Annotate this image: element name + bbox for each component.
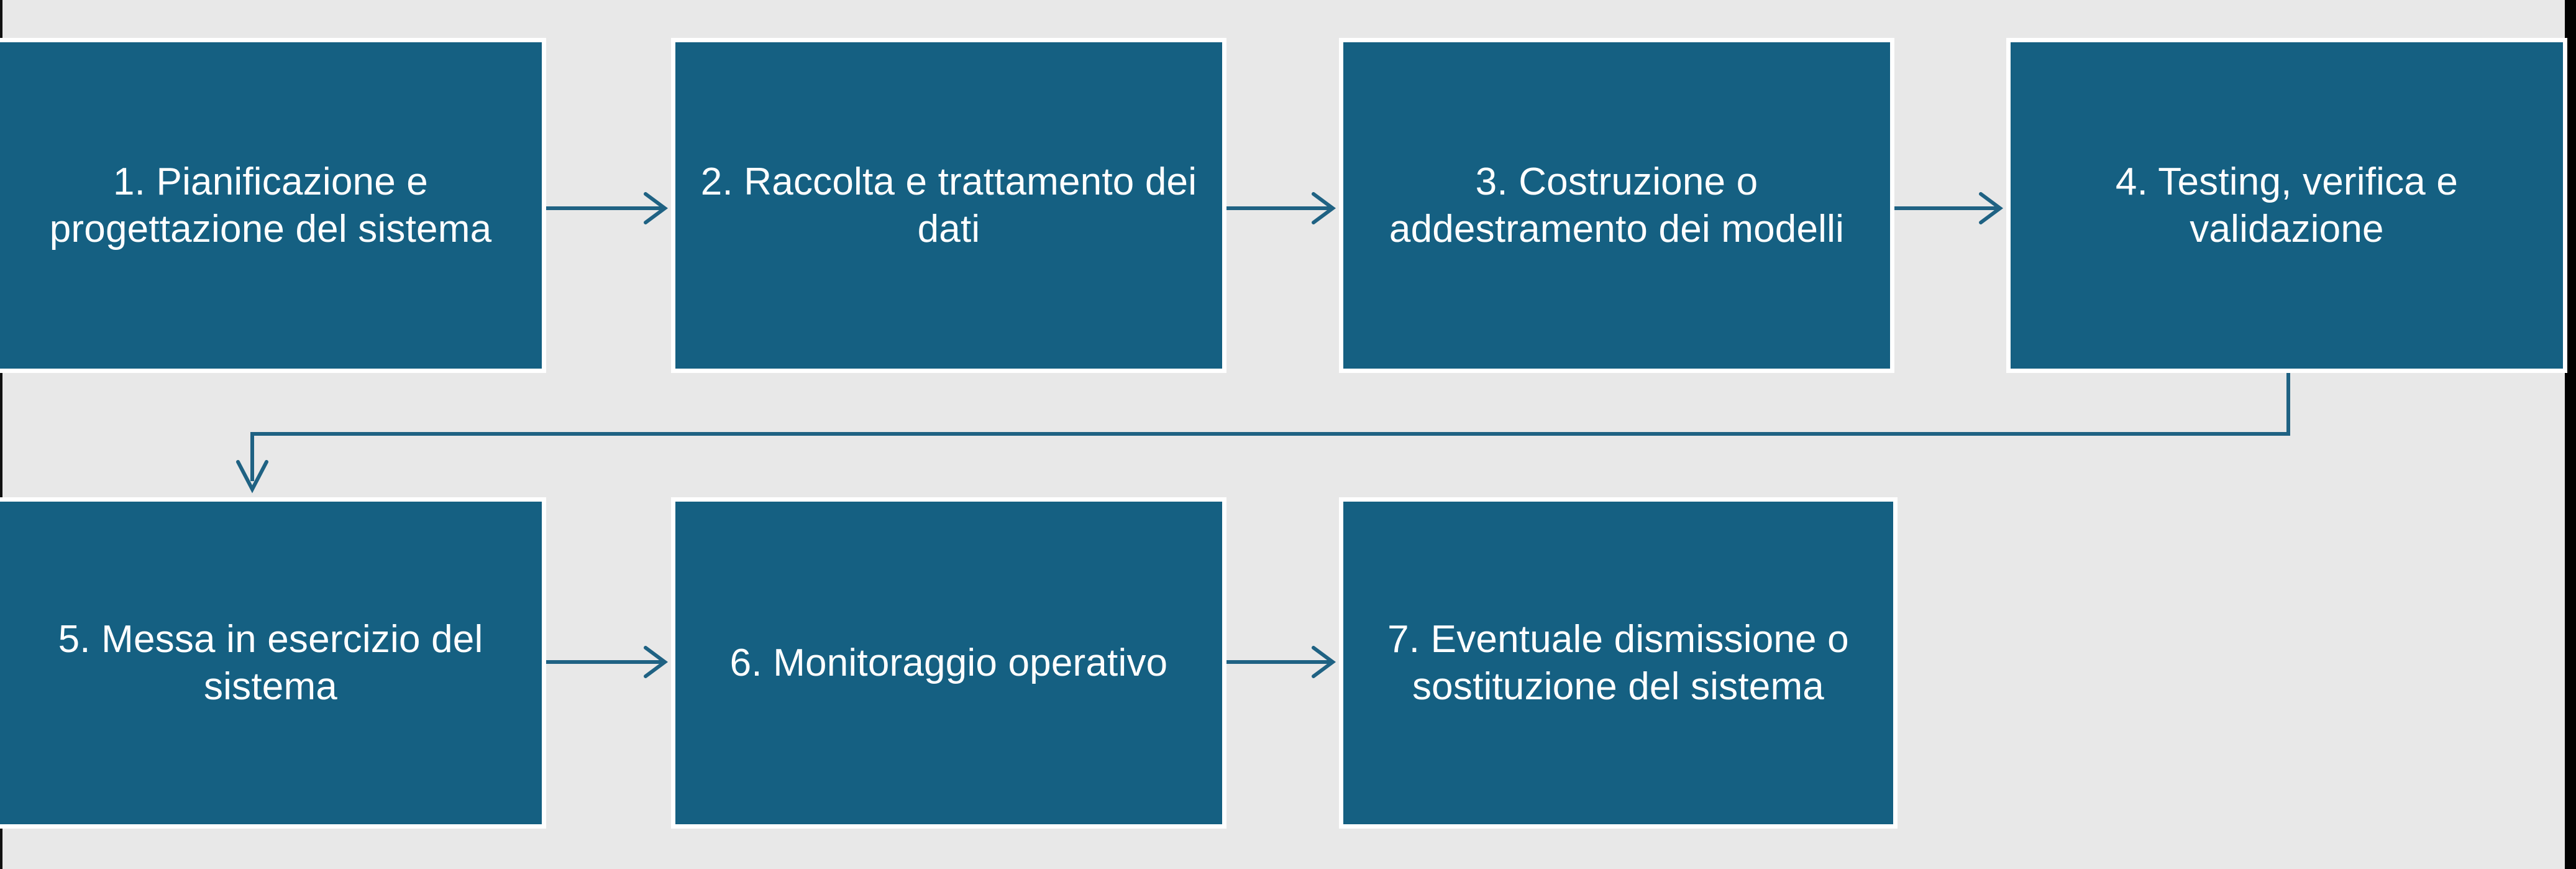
process-node-6[interactable]: 6. Monitoraggio operativo <box>671 497 1226 829</box>
process-node-5-label: 5. Messa in esercizio del sistema <box>58 617 483 708</box>
process-node-1-label: 1. Pianificazione e progettazione del si… <box>49 160 492 251</box>
process-node-4[interactable]: 4. Testing, verifica e validazione <box>2006 38 2567 373</box>
process-node-7-label: 7. Eventuale dismissione o sostituzione … <box>1387 617 1849 708</box>
connector-arrow-5-to-6 <box>546 643 671 681</box>
canvas-edge-left-top <box>0 0 2 41</box>
process-node-6-label: 6. Monitoraggio operativo <box>729 641 1168 684</box>
process-node-5[interactable]: 5. Messa in esercizio del sistema <box>0 497 546 829</box>
canvas-edge-right <box>2565 0 2576 869</box>
process-node-4-label: 4. Testing, verifica e validazione <box>2115 160 2459 251</box>
connector-arrow-6-to-7 <box>1226 643 1339 681</box>
process-node-3-label: 3. Costruzione o addestramento dei model… <box>1389 160 1845 251</box>
process-node-2-label: 2. Raccolta e trattamento dei dati <box>700 160 1197 251</box>
process-node-7[interactable]: 7. Eventuale dismissione o sostituzione … <box>1339 497 1898 829</box>
process-node-1[interactable]: 1. Pianificazione e progettazione del si… <box>0 38 546 373</box>
process-node-3[interactable]: 3. Costruzione o addestramento dei model… <box>1339 38 1894 373</box>
canvas-edge-left-bottom <box>0 829 2 869</box>
connector-arrow-2-to-3 <box>1226 190 1339 227</box>
canvas-edge-left-middle <box>0 373 2 500</box>
connector-arrow-4-to-5 <box>236 366 2311 502</box>
connector-arrow-3-to-4 <box>1894 190 2006 227</box>
connector-arrow-1-to-2 <box>546 190 671 227</box>
process-node-2[interactable]: 2. Raccolta e trattamento dei dati <box>671 38 1226 373</box>
